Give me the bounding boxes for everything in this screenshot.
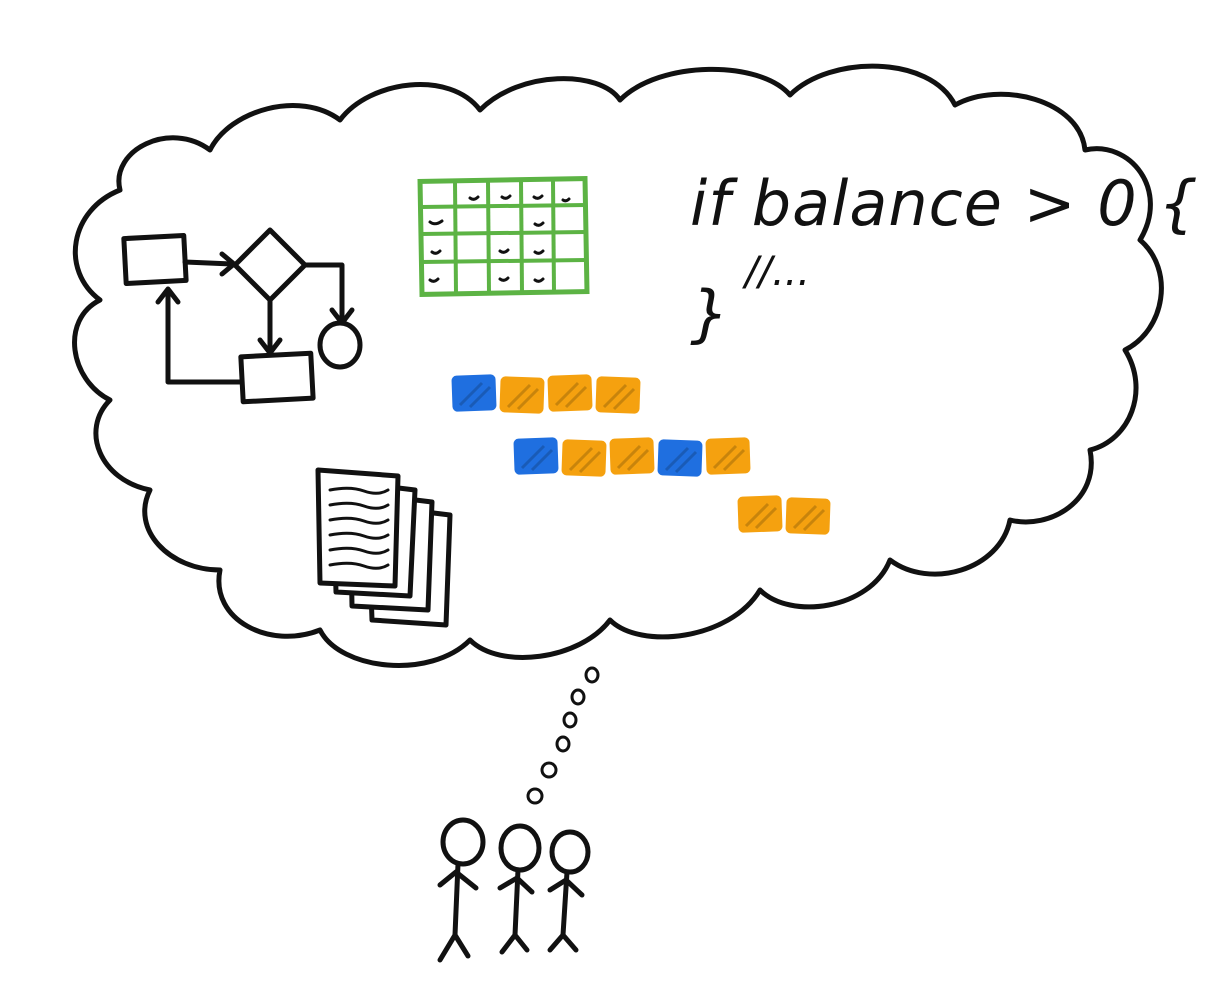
task-blocks — [451, 374, 831, 535]
blue-task-block — [513, 437, 559, 475]
code-line-2: //... — [742, 249, 810, 295]
block-hatch — [602, 383, 636, 411]
block-hatch — [616, 444, 650, 472]
orange-task-block — [561, 439, 607, 477]
block-hatch — [520, 444, 554, 472]
orange-task-block — [737, 495, 783, 533]
orange-task-block — [705, 437, 751, 475]
code-line-3: } — [690, 277, 730, 350]
block-hatch — [458, 381, 492, 409]
block-hatch — [712, 444, 746, 472]
orange-task-block — [499, 376, 545, 414]
blue-task-block — [451, 374, 497, 412]
stick-figure-icon — [497, 823, 542, 955]
document-stack-icon — [315, 467, 453, 628]
code-snippet: if balance > 0 { //... } — [690, 167, 1199, 350]
block-hatch — [744, 502, 778, 530]
orange-task-block — [595, 376, 641, 414]
blue-task-block — [657, 439, 703, 477]
stick-figure-icon — [437, 817, 486, 963]
block-hatch — [506, 383, 540, 411]
orange-task-block — [609, 437, 655, 475]
orange-task-block — [785, 497, 831, 535]
flowchart-icon — [121, 227, 363, 405]
code-line-1: if balance > 0 { — [690, 167, 1199, 240]
spreadsheet-grid-icon — [417, 176, 590, 297]
block-hatch — [664, 446, 698, 474]
block-hatch — [568, 446, 602, 474]
thought-cloud — [72, 63, 1164, 668]
orange-task-block — [547, 374, 593, 412]
stick-figure-icon — [547, 829, 591, 953]
block-hatch — [554, 381, 588, 409]
block-hatch — [792, 504, 826, 532]
thought-bubbles — [526, 666, 600, 805]
